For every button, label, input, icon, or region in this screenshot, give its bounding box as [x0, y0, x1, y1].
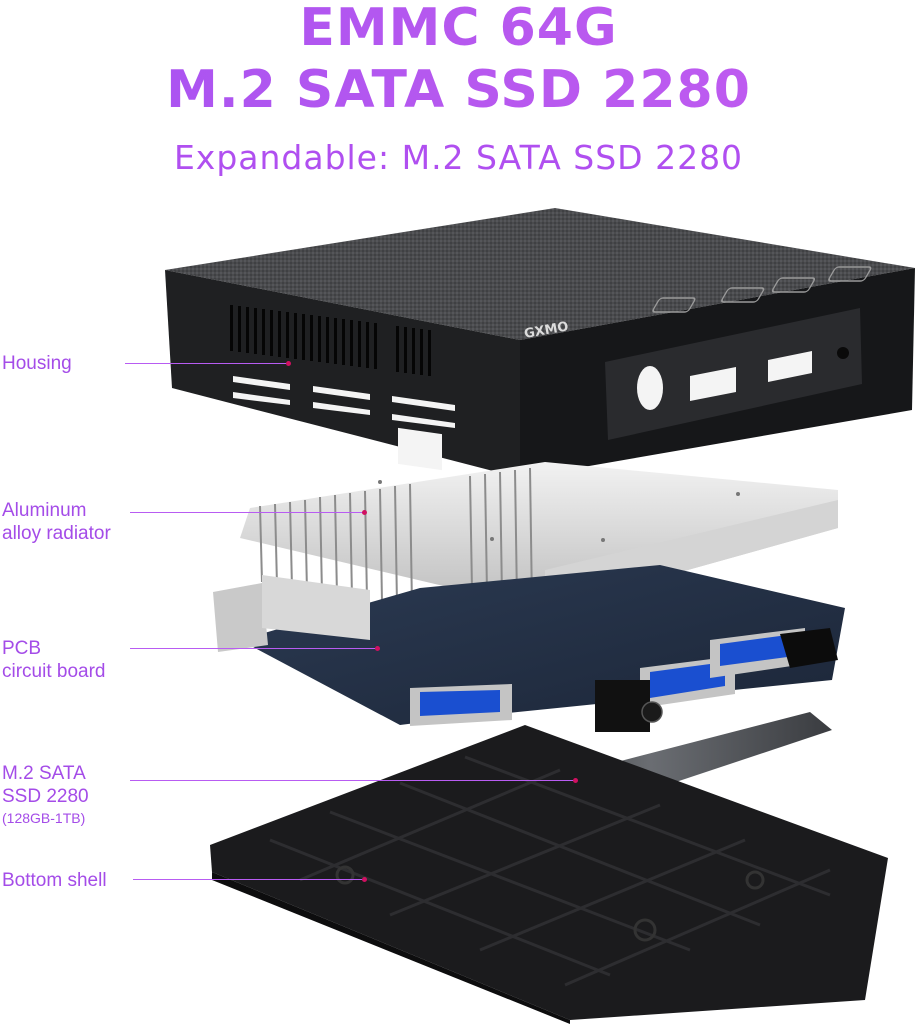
callout-pcb-line1: PCB: [2, 638, 42, 659]
leader-line-pcb: [130, 648, 376, 649]
leader-dot-bottom-shell: [362, 877, 367, 882]
leader-line-bottom-shell: [133, 879, 363, 880]
callout-radiator-line2: alloy radiator: [2, 523, 111, 544]
callout-ssd-line2: SSD 2280: [2, 786, 89, 807]
leader-dot-ssd: [573, 778, 578, 783]
callout-ssd: M.2 SATA SSD 2280 (128GB-1TB): [2, 762, 89, 828]
housing-case: GXMO: [165, 208, 915, 478]
callout-pcb: PCB circuit board: [2, 637, 106, 683]
headline-ssd: M.2 SATA SSD 2280: [0, 60, 917, 120]
leader-line-radiator: [130, 512, 363, 513]
callout-housing: Housing: [2, 352, 72, 375]
leader-dot-housing: [286, 361, 291, 366]
leader-dot-pcb: [375, 646, 380, 651]
callout-radiator: Aluminum alloy radiator: [2, 499, 111, 545]
leader-line-housing: [125, 363, 287, 364]
pcb-board: [213, 565, 845, 732]
callout-radiator-line1: Aluminum: [2, 500, 87, 521]
leader-line-ssd: [130, 780, 574, 781]
callout-bottom-shell-text: Bottom shell: [2, 870, 107, 891]
bottom-shell: [210, 725, 888, 1024]
callout-ssd-line1: M.2 SATA: [2, 763, 86, 784]
callout-ssd-capacity: (128GB-1TB): [2, 810, 86, 826]
headline-emmc: EMMC 64G: [0, 0, 917, 58]
callout-housing-text: Housing: [2, 353, 72, 374]
callout-bottom-shell: Bottom shell: [2, 869, 107, 892]
subtitle-expandable: Expandable: M.2 SATA SSD 2280: [173, 138, 744, 177]
leader-dot-radiator: [362, 510, 367, 515]
callout-pcb-line2: circuit board: [2, 661, 106, 682]
